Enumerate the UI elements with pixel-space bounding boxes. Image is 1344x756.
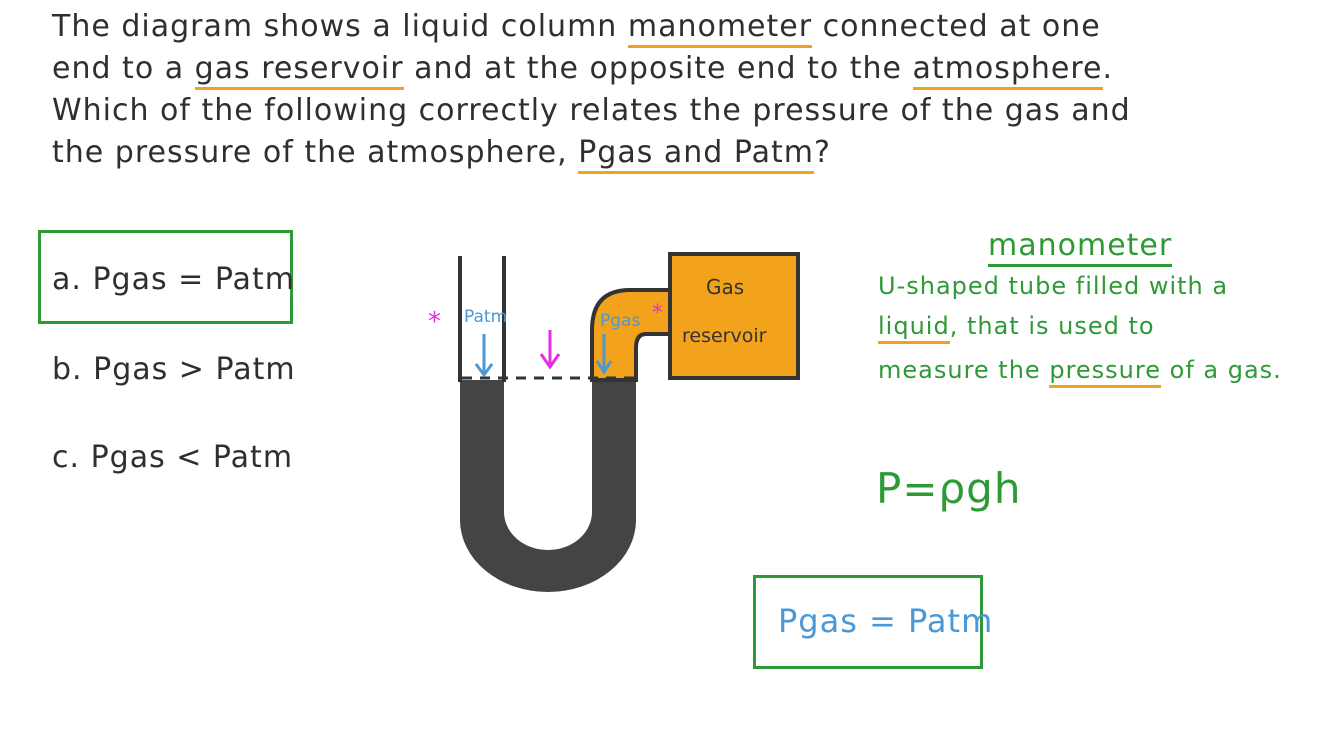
pgas-label: Pgas — [600, 311, 640, 331]
option-a: a. Pgas = Patm — [52, 262, 295, 297]
notes-line-3: measure the pressure of a gas. — [878, 356, 1282, 388]
question-line-2: end to a gas reservoir and at the opposi… — [52, 48, 1302, 90]
option-a-highlight-box — [38, 230, 293, 324]
question-line-3: Which of the following correctly relates… — [52, 93, 1131, 128]
patm-label: Patm — [464, 307, 507, 327]
underlined-gas-reservoir: gas reservoir — [194, 51, 404, 90]
pgas-arrow-head — [595, 360, 613, 375]
liquid-column — [460, 380, 636, 592]
star-right: * — [652, 301, 663, 326]
answer-box: Pgas = Patm — [753, 575, 992, 669]
gas-reservoir — [668, 252, 800, 380]
reservoir-label-2: reservoir — [682, 325, 767, 347]
option-b: b. Pgas > Patm — [52, 352, 296, 387]
reservoir-label-1: Gas — [706, 275, 744, 299]
question-line-1: The diagram shows a liquid column manome… — [52, 6, 1302, 48]
star-left: * — [428, 307, 441, 337]
notes-line-2: liquid, that is used to — [878, 312, 1155, 344]
underlined-manometer: manometer — [627, 9, 813, 48]
density-formula: P=ρgh — [876, 464, 1022, 513]
underlined-pgas-patm: Pgas and Patm — [578, 135, 814, 174]
notes-title: manometer — [988, 228, 1173, 267]
notes-line-1: U-shaped tube filled with a — [878, 272, 1229, 300]
question-text: The diagram shows a liquid column manome… — [52, 6, 1302, 174]
underlined-atmosphere: atmosphere — [912, 51, 1103, 90]
patm-arrow-head — [474, 363, 494, 378]
option-c: c. Pgas < Patm — [52, 440, 294, 475]
magenta-arrow-head — [539, 353, 561, 370]
question-line-4: the pressure of the atmosphere, Pgas and… — [52, 132, 1302, 174]
answer-text: Pgas = Patm — [778, 602, 994, 640]
